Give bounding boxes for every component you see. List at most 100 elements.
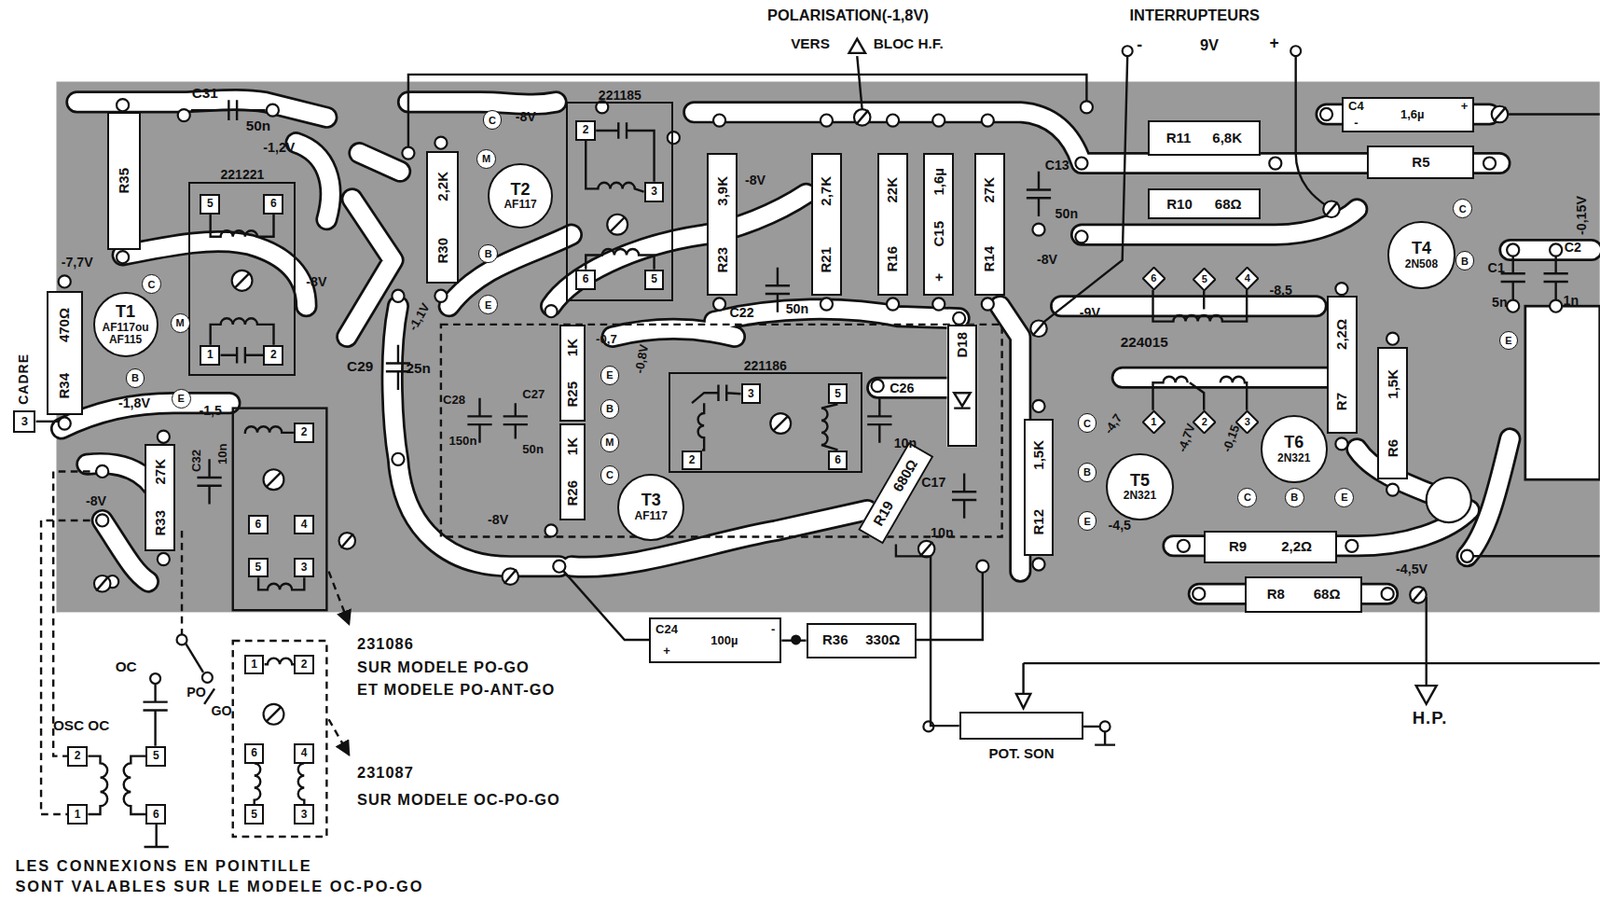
- pin-diamond: 1: [1142, 410, 1166, 434]
- label: 50n: [786, 302, 810, 318]
- solder-pad: [820, 297, 833, 310]
- part-text: 4: [301, 518, 308, 531]
- part-text: 221186: [670, 358, 861, 374]
- wire: [1416, 685, 1437, 704]
- component-box: R36330Ω: [806, 622, 917, 659]
- label: -1,8V: [118, 396, 151, 412]
- label: 1n: [1563, 293, 1580, 309]
- label: -8,5: [1268, 283, 1293, 299]
- component-box: R868Ω: [1244, 576, 1363, 612]
- slotted-pad: [1323, 201, 1340, 219]
- pin-circle: M: [476, 149, 497, 169]
- resistor-box: R302,2K: [426, 151, 459, 284]
- label: SONT VALABLES SUR LE MODELE OC-PO-GO: [14, 877, 424, 895]
- resistor-box: R14 27K: [974, 152, 1006, 296]
- part-text: C: [1243, 491, 1252, 503]
- wire: [408, 74, 1088, 153]
- part-text: C4: [1348, 99, 1365, 113]
- transistor-circle: T2AF117: [487, 163, 553, 229]
- part-text: R21: [818, 247, 835, 274]
- part-text: R6: [1385, 439, 1402, 457]
- pin-circle: C: [1237, 487, 1257, 508]
- pin-circle: B: [1077, 462, 1098, 483]
- label: C28: [442, 393, 466, 407]
- solder-pad: [1549, 300, 1562, 313]
- part-text: 6: [250, 746, 258, 759]
- ferrite-slug: [263, 468, 285, 490]
- part-text: M: [482, 152, 491, 165]
- part-text: 6: [255, 518, 263, 531]
- wire: [849, 39, 867, 54]
- pin-square: 2: [293, 422, 315, 443]
- label: LES CONNEXIONS EN POINTILLE: [14, 856, 312, 874]
- part-text: 5: [250, 808, 258, 821]
- slotted-pad: [1411, 587, 1424, 602]
- transistor-circle: T42N508: [1387, 220, 1455, 289]
- solder-pad: [434, 137, 447, 150]
- label: 231086: [357, 634, 414, 652]
- switch: [87, 634, 215, 847]
- board: [55, 82, 1600, 613]
- label: 10n: [930, 525, 954, 541]
- label: ET MODELE PO-ANT-GO: [357, 680, 555, 698]
- part-text: 1K: [565, 338, 581, 357]
- solder-pad: [391, 289, 404, 303]
- pin-circle: B: [1455, 250, 1476, 271]
- solder-pad: [1386, 483, 1399, 497]
- wire: [1100, 720, 1111, 732]
- slotted-pad: [502, 567, 520, 585]
- pin-diamond: 6: [1142, 266, 1166, 290]
- coil-symbol: [254, 762, 262, 804]
- part-text: 5: [1201, 273, 1208, 285]
- part-text: 2: [301, 426, 308, 439]
- part-text: 3: [301, 561, 308, 574]
- part-text: 330Ω: [865, 632, 900, 649]
- label: C1: [1488, 261, 1505, 276]
- wire: [1466, 554, 1600, 557]
- part-text: T3: [641, 491, 662, 511]
- component-box: R92,2Ω: [1203, 530, 1337, 564]
- part-text: +: [1461, 99, 1469, 113]
- slotted-pad: [1324, 202, 1338, 217]
- ferrite-slug: [232, 270, 253, 291]
- part-text: 27K: [981, 177, 998, 204]
- coil-symbol: [821, 403, 839, 450]
- part-text: B: [606, 402, 614, 414]
- part-text: 3: [21, 414, 28, 428]
- coil-symbol: [595, 122, 654, 181]
- transformer-outline: [233, 324, 979, 610]
- label: C26: [889, 381, 914, 397]
- part-text: +: [662, 644, 671, 658]
- solder-pad: [820, 114, 833, 127]
- pin-square: 2: [681, 450, 703, 471]
- ferrite-slug: [234, 273, 249, 288]
- pin-square: 6: [262, 193, 284, 215]
- slotted-pad: [339, 532, 357, 550]
- pin-circle: E: [478, 294, 498, 315]
- component-box: R1068Ω: [1147, 188, 1260, 220]
- slotted-pad: [94, 575, 111, 593]
- board: [55, 82, 1600, 613]
- label: BLOC H.F.: [873, 36, 944, 53]
- part-text: 1: [74, 808, 82, 821]
- solder-pad: [1483, 156, 1496, 169]
- label: C32: [190, 449, 204, 472]
- solder-pad: [1320, 108, 1333, 121]
- part-text: 3: [650, 185, 658, 198]
- part-text: R30: [435, 237, 452, 264]
- part-text: 2: [270, 348, 277, 361]
- solder-pad: [545, 524, 558, 537]
- label: -0,7: [595, 332, 618, 346]
- wire: [1425, 596, 1428, 686]
- part-text: T2: [510, 180, 531, 200]
- solder-pad: [1345, 539, 1358, 552]
- label: C27: [522, 387, 545, 401]
- label: PO: [186, 685, 207, 701]
- solder-pad: [1032, 557, 1045, 570]
- part-text: R14: [981, 246, 998, 273]
- transformer-outline: [953, 392, 971, 408]
- part-text: 6: [152, 808, 160, 821]
- switch: [202, 672, 213, 683]
